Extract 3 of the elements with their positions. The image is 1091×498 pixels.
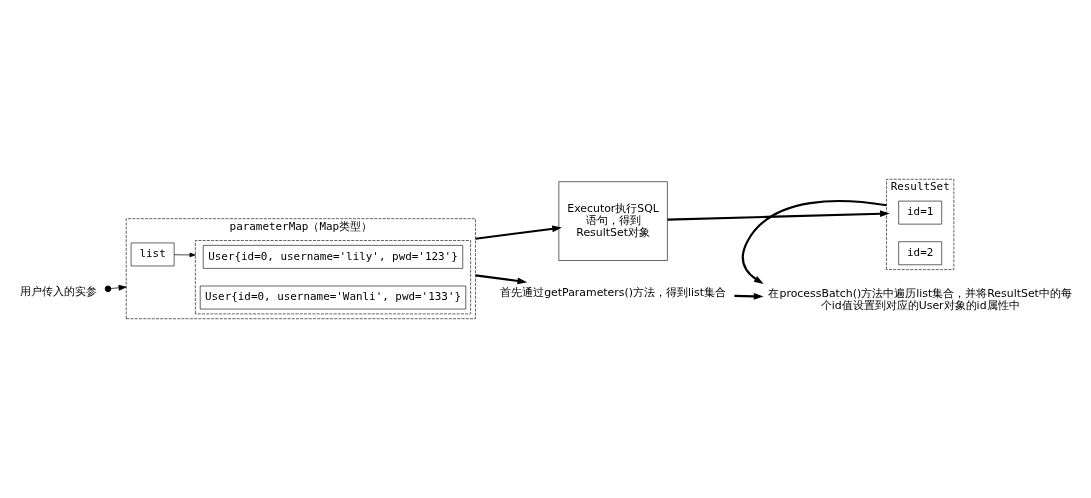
node-text: 用户传入的实参 bbox=[19, 285, 97, 299]
node-text: 在processBatch()方法中遍历list集合，并将ResultSet中的每个id值设置到对应的User对象的id属性中 bbox=[768, 286, 1072, 312]
node-text: 首先通过getParameters()方法，得到list集合 bbox=[500, 285, 727, 299]
